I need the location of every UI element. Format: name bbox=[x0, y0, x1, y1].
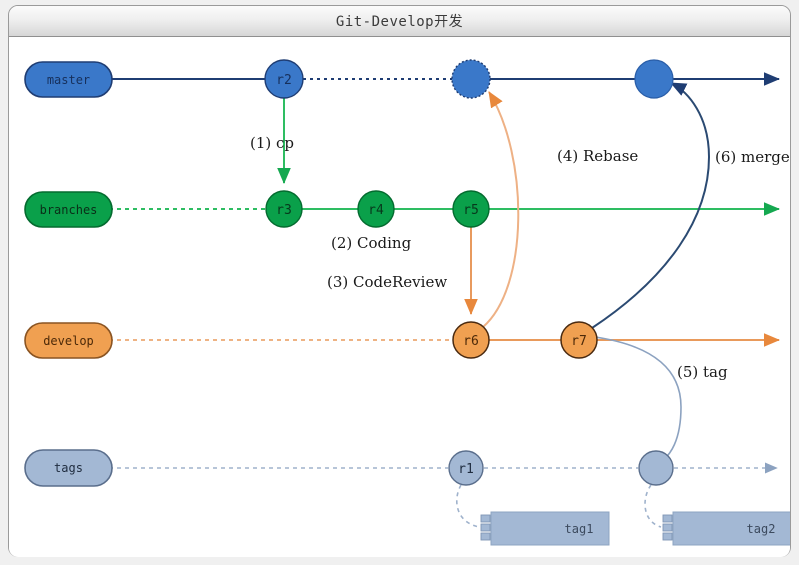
lane-pill-tags[interactable] bbox=[24, 449, 113, 487]
arrow-merge bbox=[591, 82, 711, 329]
arrow-rebase bbox=[482, 91, 520, 328]
tag-marker-tag1[interactable]: tag1 bbox=[480, 511, 610, 546]
commit-node-tag-anchor[interactable] bbox=[638, 450, 674, 486]
diagram-window: Git-Develop开发 bbox=[8, 5, 791, 557]
commit-node-r1[interactable] bbox=[448, 450, 484, 486]
commit-node-r7[interactable] bbox=[560, 321, 598, 359]
commit-node-r7-label: r7 bbox=[571, 334, 587, 349]
step-label-merge: (6) merge bbox=[715, 148, 790, 166]
lane-pill-develop-label: develop bbox=[43, 334, 94, 348]
lane-pill-branches[interactable] bbox=[24, 191, 113, 228]
tag2-notch-top bbox=[662, 514, 673, 523]
commit-node-r5-label: r5 bbox=[463, 203, 479, 218]
lane-pill-master-label: master bbox=[47, 73, 90, 87]
tag2-notch-mid bbox=[662, 523, 673, 532]
commit-node-master-b[interactable] bbox=[634, 59, 674, 99]
tag2-notch-bot bbox=[662, 532, 673, 541]
tag1-notch-mid bbox=[480, 523, 491, 532]
commit-node-r2[interactable] bbox=[264, 59, 304, 99]
step-label-cp: (1) cp bbox=[250, 134, 294, 152]
commit-node-r4[interactable] bbox=[357, 190, 395, 228]
tag1-notch-top bbox=[480, 514, 491, 523]
commit-node-r2-label: r2 bbox=[276, 73, 292, 88]
lane-pill-master[interactable] bbox=[24, 61, 113, 98]
connector-tag1 bbox=[456, 484, 480, 528]
arrow-tag bbox=[594, 336, 682, 460]
step-label-codereview: (3) CodeReview bbox=[327, 273, 447, 291]
lane-master: master bbox=[24, 61, 780, 98]
commit-node-r6[interactable] bbox=[452, 321, 490, 359]
diagram-canvas: master branches develop bbox=[9, 37, 790, 557]
tag1-notch-bot bbox=[480, 532, 491, 541]
lane-pill-branches-label: branches bbox=[40, 203, 98, 217]
commit-node-r3-label: r3 bbox=[276, 203, 292, 218]
step-label-coding: (2) Coding bbox=[331, 234, 412, 252]
step-label-rebase: (4) Rebase bbox=[557, 147, 638, 165]
window-titlebar: Git-Develop开发 bbox=[9, 6, 790, 37]
tag-marker-tag2[interactable]: tag2 bbox=[662, 511, 790, 546]
lane-tags: tags bbox=[24, 449, 778, 487]
tag2-box bbox=[672, 511, 790, 546]
commit-node-master-a[interactable] bbox=[451, 59, 491, 99]
commit-node-r3[interactable] bbox=[265, 190, 303, 228]
commit-node-r5[interactable] bbox=[452, 190, 490, 228]
git-workflow-svg: master branches develop bbox=[24, 59, 790, 546]
connector-tag2 bbox=[644, 484, 662, 528]
commit-node-r1-label: r1 bbox=[458, 462, 474, 477]
step-label-tag: (5) tag bbox=[677, 363, 728, 381]
lane-branches: branches bbox=[24, 191, 780, 228]
lane-develop: develop bbox=[24, 322, 780, 359]
lane-pill-tags-label: tags bbox=[54, 461, 83, 475]
commit-node-r6-label: r6 bbox=[463, 334, 479, 349]
tag1-box bbox=[490, 511, 610, 546]
tag1-label: tag1 bbox=[565, 522, 594, 536]
lane-pill-develop[interactable] bbox=[24, 322, 113, 359]
commit-node-r4-label: r4 bbox=[368, 203, 384, 218]
window-title: Git-Develop开发 bbox=[335, 14, 464, 30]
tag2-label: tag2 bbox=[747, 522, 776, 536]
